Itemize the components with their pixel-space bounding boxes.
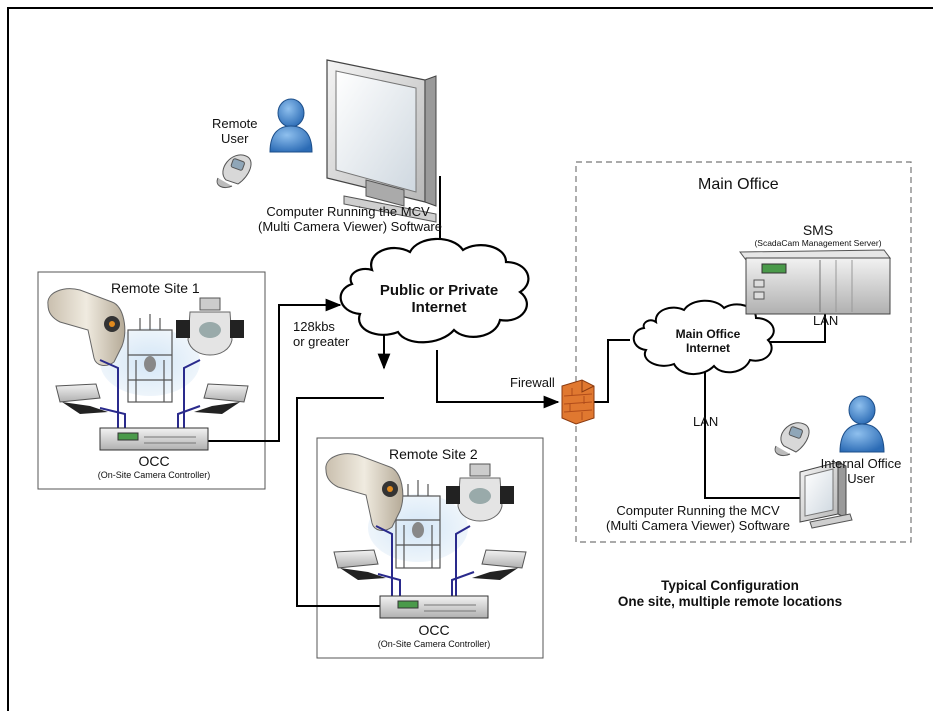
remote-user-label-line2: User <box>221 130 249 146</box>
internal-user-label: Internal Office User <box>815 456 907 487</box>
lan-label-office: LAN <box>693 414 719 429</box>
public-internet-label-line1: Public or Private <box>379 282 499 299</box>
internal-phone-icon <box>774 422 810 457</box>
remote-user-label-line1: Remote <box>212 116 258 131</box>
site2-equipment <box>325 453 527 619</box>
main-office-internet-cloud <box>632 299 775 375</box>
main-office-internet-label: Main Office Internet <box>652 327 764 356</box>
caption-line1: Typical Configuration <box>661 578 799 593</box>
person-icon <box>269 98 313 153</box>
bandwidth-label-line1: 128kbs <box>293 319 335 334</box>
mcv-office-label-line2: (Multi Camera Viewer) Software <box>606 517 790 533</box>
bandwidth-label-line2: or greater <box>293 333 350 349</box>
mcv-office-label: Computer Running the MCV (Multi Camera V… <box>605 503 791 534</box>
main-office-title: Main Office <box>698 176 779 193</box>
site2-occ-sublabel: (On-Site Camera Controller) <box>377 639 491 649</box>
sms-label: SMS <box>802 222 834 238</box>
public-internet-label: Public or Private Internet <box>372 282 506 317</box>
site1-title: Remote Site 1 <box>111 280 200 296</box>
main-office-box <box>575 161 912 543</box>
site1-occ-label: OCC <box>138 453 170 469</box>
lan-label-server: LAN <box>813 313 839 328</box>
site1-equipment <box>47 288 249 451</box>
bandwidth-label: 128kbs or greater <box>293 319 350 350</box>
site2-occ-label: OCC <box>418 622 450 638</box>
main-office-internet-line2: Internet <box>685 340 730 355</box>
remote-user-label: Remote User <box>212 116 258 147</box>
site1-occ-sublabel: (On-Site Camera Controller) <box>97 470 211 480</box>
server-icon <box>739 249 891 315</box>
mcv-top-label: Computer Running the MCV (Multi Camera V… <box>258 204 442 235</box>
page-frame <box>7 7 933 711</box>
internal-user-label-line2: User <box>847 470 875 486</box>
main-office-internet-line1: Main Office <box>675 327 741 341</box>
caption: Typical Configuration One site, multiple… <box>600 578 860 609</box>
monitor-icon <box>326 59 437 223</box>
office-monitor-icon <box>799 461 853 529</box>
phone-icon <box>216 154 252 189</box>
sms-sublabel: (ScadaCam Management Server) <box>754 238 882 248</box>
public-internet-label-line2: Internet <box>411 299 467 317</box>
firewall-icon <box>561 379 595 425</box>
mcv-top-label-line1: Computer Running the MCV <box>266 204 430 219</box>
firewall-label: Firewall <box>510 375 555 390</box>
mcv-top-label-line2: (Multi Camera Viewer) Software <box>258 218 442 234</box>
mcv-office-label-line1: Computer Running the MCV <box>616 503 780 518</box>
public-internet-cloud <box>339 237 530 344</box>
site2-title: Remote Site 2 <box>389 446 478 462</box>
internal-user-icon <box>839 395 885 453</box>
internal-user-label-line1: Internal Office <box>820 456 902 471</box>
caption-line2: One site, multiple remote locations <box>617 593 843 609</box>
